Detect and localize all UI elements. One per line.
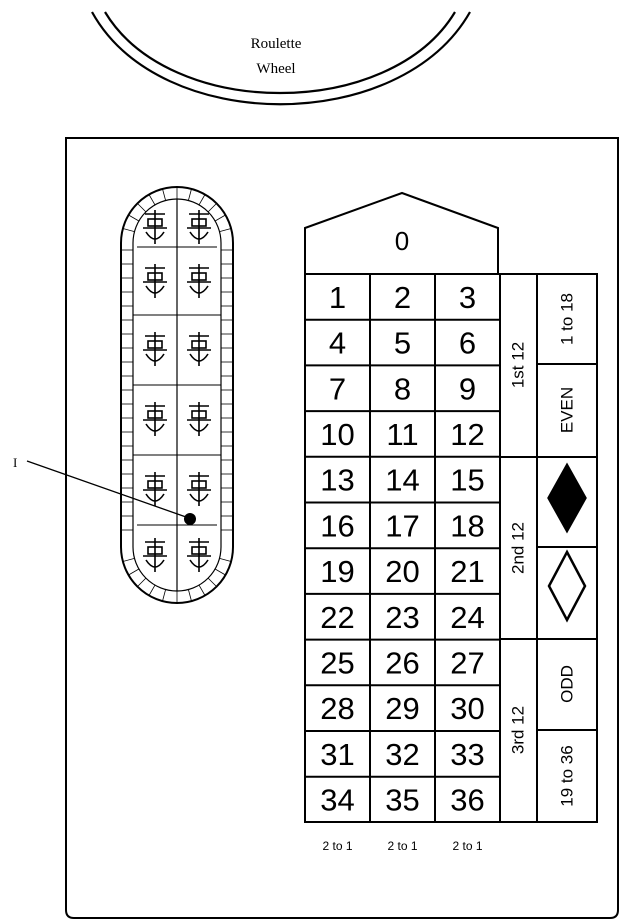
roulette-wheel [92,12,470,104]
number-cell: 31 [320,737,354,772]
ball-marker-icon [184,513,196,525]
number-cell: 15 [450,463,484,498]
pointer-line [27,461,186,517]
number-cell: 9 [459,371,476,406]
track-tick [208,203,216,211]
dozen-labels: 1st 12 2nd 12 3rd 12 [509,342,528,754]
track-tick [149,585,155,595]
wheel-inner-arc [105,12,455,93]
number-cell: 1 [329,280,346,315]
number-cell: 26 [385,645,419,680]
track-tick [215,569,225,575]
number-cell: 27 [450,645,484,680]
outside-bet-even: EVEN [558,387,577,433]
number-cell: 33 [450,737,484,772]
number-cell: 28 [320,691,354,726]
dozen-label: 2nd 12 [509,522,528,574]
number-cell: 10 [320,417,354,452]
symbol-glyph-icon [143,332,167,366]
symbol-glyph-icon [187,472,211,506]
dozen-label: 1st 12 [509,342,528,388]
number-cell: 36 [450,783,484,818]
number-cell: 8 [394,371,411,406]
outside-bet-low: 1 to 18 [558,293,577,345]
number-cell: 19 [320,554,354,589]
number-cell: 30 [450,691,484,726]
symbol-glyph-icon [143,264,167,298]
symbol-glyph-icon [187,332,211,366]
number-cell: 25 [320,645,354,680]
number-cell: 32 [385,737,419,772]
number-cell: 5 [394,326,411,361]
symbol-glyph-icon [187,210,211,244]
track-tick [123,229,135,232]
track-tick [137,578,145,586]
zero-label: 0 [395,226,409,256]
number-cell: 11 [386,417,418,452]
track-tick [163,590,166,602]
column-bet-label: 2 to 1 [387,839,417,853]
number-cell: 23 [385,600,419,635]
number-cell: 6 [459,326,476,361]
track-tick [199,585,205,595]
column-bet-labels: 2 to 1 2 to 1 2 to 1 [322,839,482,853]
mini-wheel-track [121,187,233,603]
track-tick [188,189,191,201]
track-tick [220,229,232,232]
track-tick [199,195,205,205]
number-cell: 12 [450,417,484,452]
track-tick [149,195,155,205]
column-bet-label: 2 to 1 [322,839,352,853]
symbol-glyph-icon [187,538,211,572]
symbol-glyph-icon [187,402,211,436]
track-tick [188,590,191,602]
number-cell: 16 [320,508,354,543]
track-tick [123,558,135,561]
track-tick [129,569,139,575]
number-cell: 34 [320,783,354,818]
track-tick [129,215,139,221]
outside-bet-odd: ODD [558,665,577,703]
track-tick [208,578,216,586]
number-cell: 17 [385,508,419,543]
number-cell: 20 [385,554,419,589]
track-tick [163,189,166,201]
pointer-label: I [13,455,17,470]
number-cell: 3 [459,280,476,315]
wheel-label-line1: Roulette [251,36,302,52]
symbol-glyph-icon [143,472,167,506]
number-cell: 2 [394,280,411,315]
track-tick [215,215,225,221]
number-cell: 18 [450,508,484,543]
wheel-label-line2: Wheel [256,61,295,77]
dozen-label: 3rd 12 [509,706,528,754]
track-tick [137,203,145,211]
track-tick [220,558,232,561]
number-cell: 24 [450,600,484,635]
symbol-glyph-icon [143,538,167,572]
outside-bet-high: 19 to 36 [558,745,577,806]
black-diamond-icon [549,552,585,620]
number-cell: 13 [320,463,354,498]
column-bet-label: 2 to 1 [452,839,482,853]
number-cell: 21 [450,554,484,589]
red-diamond-icon [548,464,586,532]
number-cell: 4 [329,326,346,361]
number-cell: 29 [385,691,419,726]
number-cell: 7 [329,371,346,406]
number-cell: 35 [385,783,419,818]
symbol-glyph-icon [187,264,211,298]
number-cell: 22 [320,600,354,635]
symbol-glyph-icon [143,210,167,244]
number-cell: 14 [385,463,419,498]
symbol-glyph-icon [143,402,167,436]
